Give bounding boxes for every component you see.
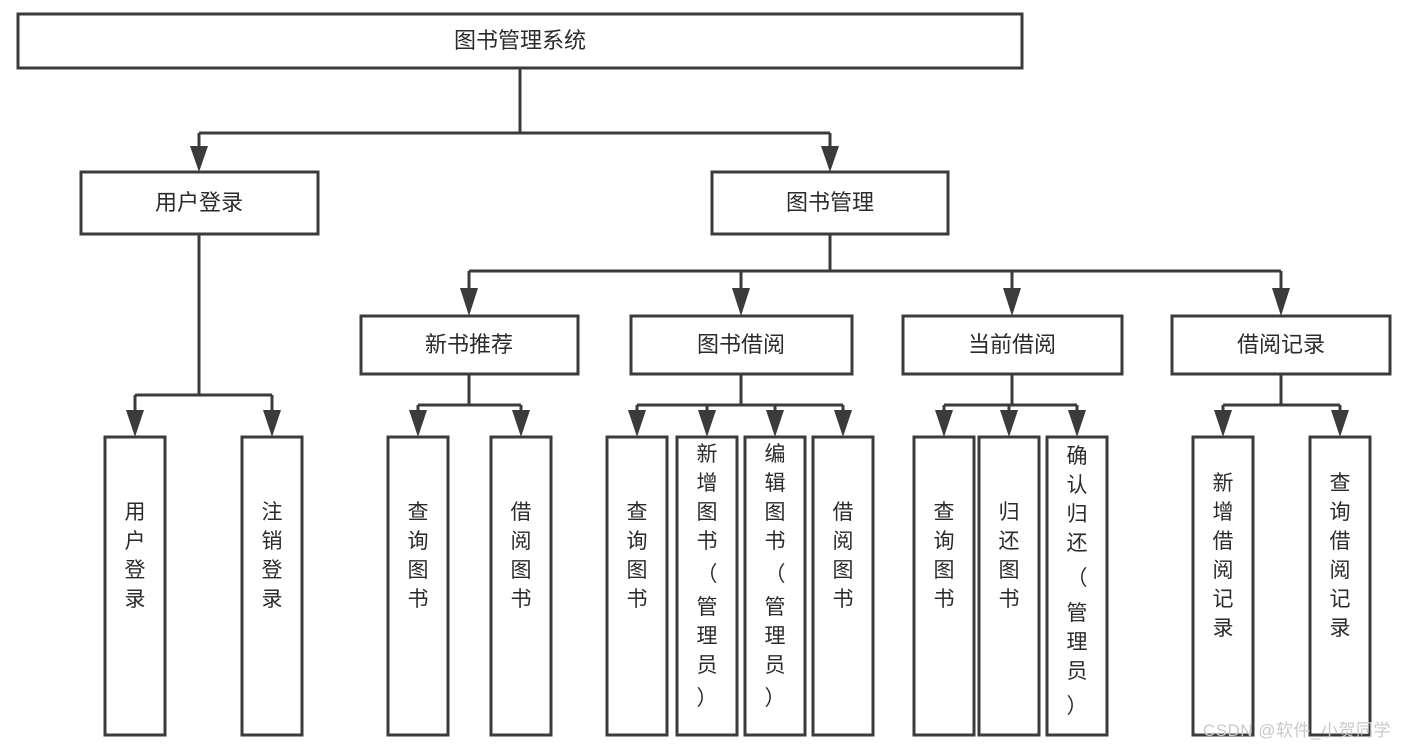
leaf-confirm-return-admin-label: 确认归还（管理员） — [1067, 445, 1088, 718]
arrow-head-leaf-confirm-return — [1068, 410, 1086, 437]
arrow-head-to-user-login — [190, 146, 208, 172]
node-book-borrow-box[interactable] — [629, 314, 854, 376]
leaf-query-book-1-box[interactable] — [386, 435, 450, 737]
node-root-system-box[interactable] — [16, 12, 1024, 70]
arrow-head-leaf-query-record — [1331, 410, 1349, 437]
node-new-book-recommend[interactable]: 新书推荐 — [359, 314, 580, 376]
leaf-query-book-1-label: 查询图书 — [408, 501, 429, 611]
leaf-logout-label: 注销登录 — [262, 501, 283, 611]
node-current-borrow-label: 当前借阅 — [968, 332, 1056, 357]
node-book-management[interactable]: 图书管理 — [710, 170, 950, 236]
arrow-head-leaf-add-record — [1214, 410, 1232, 437]
node-borrow-record[interactable]: 借阅记录 — [1170, 314, 1392, 376]
leaf-query-book-3[interactable]: 查询图书 — [912, 435, 976, 737]
leaf-query-borrow-record-box[interactable] — [1308, 435, 1372, 737]
node-book-borrow-label: 图书借阅 — [697, 332, 785, 357]
node-user-login-label: 用户登录 — [155, 190, 243, 215]
node-current-borrow-box[interactable] — [901, 314, 1124, 376]
arrow-head-leaf-borrow-book-1 — [512, 410, 530, 437]
arrow-head-leaf-query-book-1 — [409, 410, 427, 437]
leaf-add-book-admin-box[interactable] — [675, 435, 739, 737]
leaf-logout-box[interactable] — [240, 435, 304, 737]
node-new-book-recommend-box[interactable] — [359, 314, 580, 376]
leaf-edit-book-admin[interactable]: 编辑图书（管理员） — [743, 435, 807, 737]
leaf-confirm-return-admin-box[interactable] — [1045, 435, 1109, 737]
node-book-management-label: 图书管理 — [786, 190, 874, 215]
leaf-add-borrow-record-box[interactable] — [1191, 435, 1255, 737]
leaf-borrow-book-1-label: 借阅图书 — [511, 501, 532, 611]
leaf-query-borrow-record-label: 查询借阅记录 — [1330, 472, 1351, 640]
node-current-borrow[interactable]: 当前借阅 — [901, 314, 1124, 376]
connector-layer — [126, 68, 1349, 437]
leaf-user-login-label: 用户登录 — [125, 501, 146, 611]
arrow-head-leaf-query-book-3 — [935, 410, 953, 437]
arrow-head-leaf-query-book-2 — [628, 410, 646, 437]
leaf-borrow-book-2-box[interactable] — [811, 435, 875, 737]
node-borrow-record-label: 借阅记录 — [1237, 332, 1325, 357]
leaf-return-book[interactable]: 归还图书 — [977, 435, 1041, 737]
leaf-return-book-box[interactable] — [977, 435, 1041, 737]
leaf-query-book-2-box[interactable] — [605, 435, 669, 737]
arrow-head-leaf-edit-book — [766, 410, 784, 437]
node-user-login[interactable]: 用户登录 — [79, 170, 320, 236]
leaf-user-login-box[interactable] — [103, 435, 167, 737]
leaf-borrow-book-1[interactable]: 借阅图书 — [489, 435, 553, 737]
leaf-query-book-3-box[interactable] — [912, 435, 976, 737]
leaf-borrow-book-1-box[interactable] — [489, 435, 553, 737]
leaf-edit-book-admin-label: 编辑图书（管理员） — [765, 443, 786, 710]
node-user-login-box[interactable] — [79, 170, 320, 236]
leaf-borrow-book-2-label: 借阅图书 — [833, 501, 854, 611]
arrow-head-to-book-management — [821, 146, 839, 172]
leaf-return-book-label: 归还图书 — [999, 501, 1020, 611]
leaf-borrow-book-2[interactable]: 借阅图书 — [811, 435, 875, 737]
leaf-user-login[interactable]: 用户登录 — [103, 435, 167, 737]
leaf-query-borrow-record[interactable]: 查询借阅记录 — [1308, 435, 1372, 737]
arrow-head-leaf-borrow-book-2 — [834, 410, 852, 437]
arrow-head-to-borrow-record — [1272, 288, 1290, 316]
leaf-add-book-admin-label: 新增图书（管理员） — [697, 443, 718, 710]
node-root-system-label: 图书管理系统 — [454, 28, 586, 53]
leaf-add-borrow-record-label: 新增借阅记录 — [1213, 472, 1234, 640]
arrow-head-leaf-add-book — [698, 410, 716, 437]
leaf-query-book-1[interactable]: 查询图书 — [386, 435, 450, 737]
node-book-management-box[interactable] — [710, 170, 950, 236]
arrow-head-to-book-borrow — [732, 288, 750, 316]
node-root-system[interactable]: 图书管理系统 — [16, 12, 1024, 70]
csdn-watermark: CSDN @软件_小贺同学 — [1202, 721, 1391, 740]
node-new-book-recommend-label: 新书推荐 — [425, 332, 513, 357]
node-book-borrow[interactable]: 图书借阅 — [629, 314, 854, 376]
arrow-head-leaf-return-book — [1000, 410, 1018, 437]
leaf-confirm-return-admin[interactable]: 确认归还（管理员） — [1045, 435, 1109, 737]
leaf-edit-book-admin-box[interactable] — [743, 435, 807, 737]
leaf-query-book-2[interactable]: 查询图书 — [605, 435, 669, 737]
node-borrow-record-box[interactable] — [1170, 314, 1392, 376]
arrow-head-to-new-book-recommend — [460, 288, 478, 316]
arrow-head-leaf-logout — [263, 410, 281, 437]
arrow-head-to-current-borrow — [1003, 288, 1021, 316]
leaf-add-borrow-record[interactable]: 新增借阅记录 — [1191, 435, 1255, 737]
leaf-logout[interactable]: 注销登录 — [240, 435, 304, 737]
leaf-add-book-admin[interactable]: 新增图书（管理员） — [675, 435, 739, 737]
leaf-query-book-3-label: 查询图书 — [934, 501, 955, 611]
leaf-query-book-2-label: 查询图书 — [627, 501, 648, 611]
arrow-head-leaf-user-login — [126, 410, 144, 437]
